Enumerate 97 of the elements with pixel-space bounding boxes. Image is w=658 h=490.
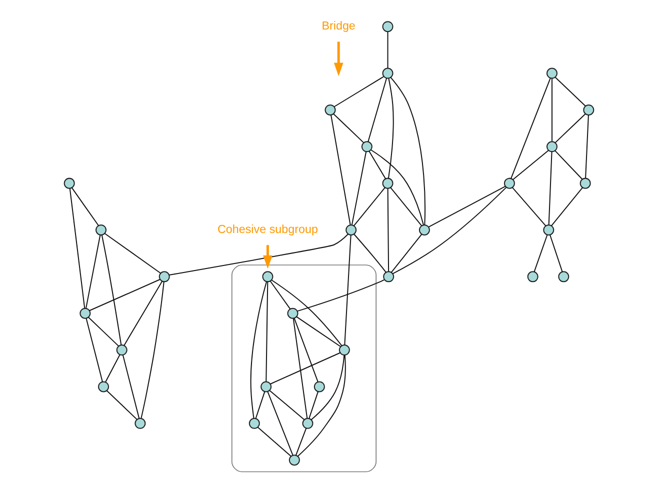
node-circle (314, 381, 325, 392)
connector (267, 391, 294, 456)
connector (88, 278, 161, 312)
connector (554, 76, 586, 106)
node-circle (543, 224, 554, 236)
node-circle (260, 381, 272, 392)
connector (168, 234, 348, 276)
node-circle (324, 104, 336, 116)
connector (124, 280, 163, 346)
connector (512, 150, 549, 180)
node-circle (504, 178, 515, 189)
connector (296, 316, 341, 348)
node-circle (583, 104, 594, 116)
cluster (231, 264, 377, 472)
connector (428, 186, 506, 228)
connector (295, 428, 307, 456)
connector (512, 187, 546, 226)
connector (294, 318, 318, 382)
connector (390, 76, 426, 226)
connector (370, 149, 424, 226)
connector (270, 280, 291, 310)
connector (257, 426, 292, 457)
node-circle (338, 344, 350, 356)
connector (86, 234, 101, 309)
node-circle (98, 381, 110, 392)
connector (368, 150, 386, 180)
connector (330, 114, 351, 226)
connector (292, 318, 308, 419)
connector (297, 279, 385, 312)
node-circle (382, 178, 394, 189)
connector (585, 114, 589, 178)
connector (310, 354, 345, 420)
connector (510, 78, 551, 179)
node-text: Cohesive subgroup (218, 223, 318, 236)
connector (387, 31, 388, 69)
connector (550, 234, 563, 272)
node-circle (346, 224, 357, 236)
node-circle (546, 68, 558, 79)
connector (140, 281, 164, 419)
node-text: Bridge (322, 20, 356, 33)
node-circle (288, 454, 300, 466)
node-circle (80, 308, 91, 319)
connector (71, 187, 99, 226)
node-circle (361, 141, 372, 152)
connector (101, 234, 122, 346)
connector (550, 187, 583, 226)
node-circle (383, 271, 394, 282)
node-circle (248, 418, 260, 429)
node-circle (64, 178, 75, 189)
connector (86, 318, 103, 382)
arrow (334, 42, 344, 76)
node-circle (418, 224, 430, 236)
connector (554, 150, 583, 180)
node-circle (134, 418, 146, 429)
node-circle (158, 271, 170, 282)
connector (255, 391, 266, 419)
node-circle (527, 271, 538, 282)
node-circle (116, 344, 128, 356)
connector (122, 354, 140, 419)
connector (354, 234, 386, 273)
connector (548, 151, 552, 226)
connector (344, 234, 352, 346)
connector (551, 78, 552, 142)
connector (334, 76, 384, 108)
node-circle (580, 178, 591, 189)
connector (554, 114, 586, 144)
connector (351, 151, 367, 226)
connector (297, 354, 346, 457)
node-circle (558, 271, 570, 282)
connector (88, 316, 120, 347)
node-circle (287, 308, 298, 319)
connector (387, 188, 390, 272)
node-circle (382, 68, 394, 79)
connector (106, 390, 138, 420)
node-circle (382, 21, 394, 32)
connector (266, 281, 268, 382)
node-circle (96, 224, 107, 236)
connector (105, 354, 120, 382)
node-circle (302, 418, 314, 429)
connector (271, 280, 342, 346)
connector (353, 187, 386, 226)
connector (392, 186, 507, 274)
node-circle (262, 271, 274, 282)
connector (390, 234, 422, 273)
connector (308, 391, 319, 419)
arrow (263, 245, 272, 269)
connector (390, 187, 422, 226)
connector (333, 114, 364, 144)
connector (368, 78, 388, 142)
connector (269, 390, 305, 420)
connector (69, 188, 86, 309)
connector (534, 234, 548, 272)
connector (250, 281, 267, 419)
node-circle (546, 141, 558, 152)
connector (388, 78, 394, 179)
connector (104, 233, 162, 274)
connector (270, 352, 341, 384)
